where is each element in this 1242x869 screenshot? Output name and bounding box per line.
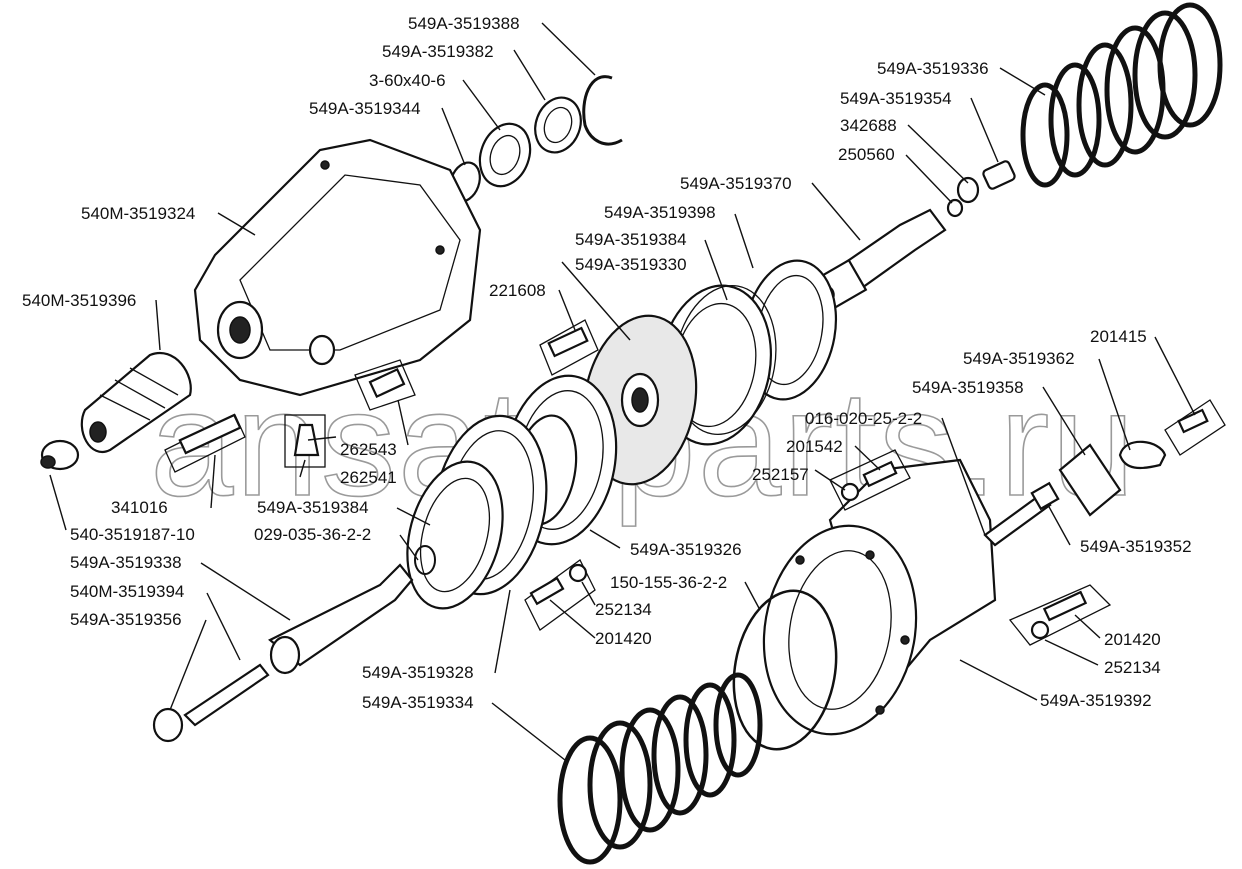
o-ring-part (414, 545, 436, 575)
part-label: 549A-3519384 (575, 230, 687, 249)
part-label: 549A-3519352 (1080, 537, 1192, 556)
part-label: 549A-3519362 (963, 349, 1075, 368)
screw-washer-right-part (829, 449, 911, 511)
part-label: 549A-3519398 (604, 203, 716, 222)
part-label: 250560 (838, 145, 895, 164)
retaining-ring-part (582, 75, 623, 146)
part-labels: 549A-3519388 549A-3519382 3-60x40-6 549A… (22, 14, 1192, 712)
bolt-201415-part (1164, 399, 1226, 456)
bearing-part (478, 122, 532, 188)
part-label: 262543 (340, 440, 397, 459)
part-label: 549A-3519370 (680, 174, 792, 193)
large-o-ring-part (732, 589, 838, 751)
part-label: 540M-3519394 (70, 582, 184, 601)
part-label: 201420 (1104, 630, 1161, 649)
part-label: 150-155-36-2-2 (610, 573, 727, 592)
housing-part (193, 138, 482, 397)
part-label: 549A-3519354 (840, 89, 952, 108)
part-label: 549A-3519338 (70, 553, 182, 572)
spring-bottom-part (557, 672, 763, 865)
part-label: 549A-3519344 (309, 99, 421, 118)
part-label: 549A-3519336 (877, 59, 989, 78)
part-label: 201415 (1090, 327, 1147, 346)
lock-plate-part (1058, 443, 1122, 517)
fitting-part (284, 414, 326, 468)
part-label: 549A-3519356 (70, 610, 182, 629)
part-label: 221608 (489, 281, 546, 300)
part-label: 342688 (840, 116, 897, 135)
part-label: 549A-3519326 (630, 540, 742, 559)
part-label: 201420 (595, 629, 652, 648)
part-label: 540-3519187-10 (70, 525, 195, 544)
plug-screw-part (354, 359, 416, 411)
screw-washer-bottom-right-part (1008, 584, 1112, 646)
part-label: 540M-3519324 (81, 204, 195, 223)
part-label: 549A-3519334 (362, 693, 474, 712)
lock-tab-part (1118, 440, 1167, 470)
part-label: 029-035-36-2-2 (254, 525, 371, 544)
part-label: 341016 (111, 498, 168, 517)
seal-part (534, 96, 582, 154)
adjusting-screw-part (983, 481, 1060, 547)
part-label: 540M-3519396 (22, 291, 136, 310)
screw-washer-part (524, 559, 596, 631)
part-label: 549A-3519382 (382, 42, 494, 61)
part-label: 252157 (752, 465, 809, 484)
cover-part (762, 458, 997, 736)
part-label: 252134 (595, 600, 652, 619)
plug-part (40, 439, 80, 471)
pin-part (152, 663, 270, 743)
part-label: 262541 (340, 468, 397, 487)
part-label: 252134 (1104, 658, 1161, 677)
screw-part (539, 319, 599, 376)
stud-part (164, 413, 246, 473)
spring-top-part (1020, 2, 1223, 188)
push-rod-part (268, 563, 414, 675)
valve-seat-part (946, 160, 1016, 218)
part-label: 549A-3519330 (575, 255, 687, 274)
part-label: 549A-3519384 (257, 498, 369, 517)
part-label: 201542 (786, 437, 843, 456)
part-label: 549A-3519358 (912, 378, 1024, 397)
rubber-boot-part (80, 352, 192, 454)
part-label: 3-60x40-6 (369, 71, 446, 90)
part-label: 549A-3519388 (408, 14, 520, 33)
part-label: 549A-3519392 (1040, 691, 1152, 710)
leader-lines (49, 22, 1196, 761)
part-label: 016-020-25-2-2 (805, 409, 922, 428)
part-label: 549A-3519328 (362, 663, 474, 682)
